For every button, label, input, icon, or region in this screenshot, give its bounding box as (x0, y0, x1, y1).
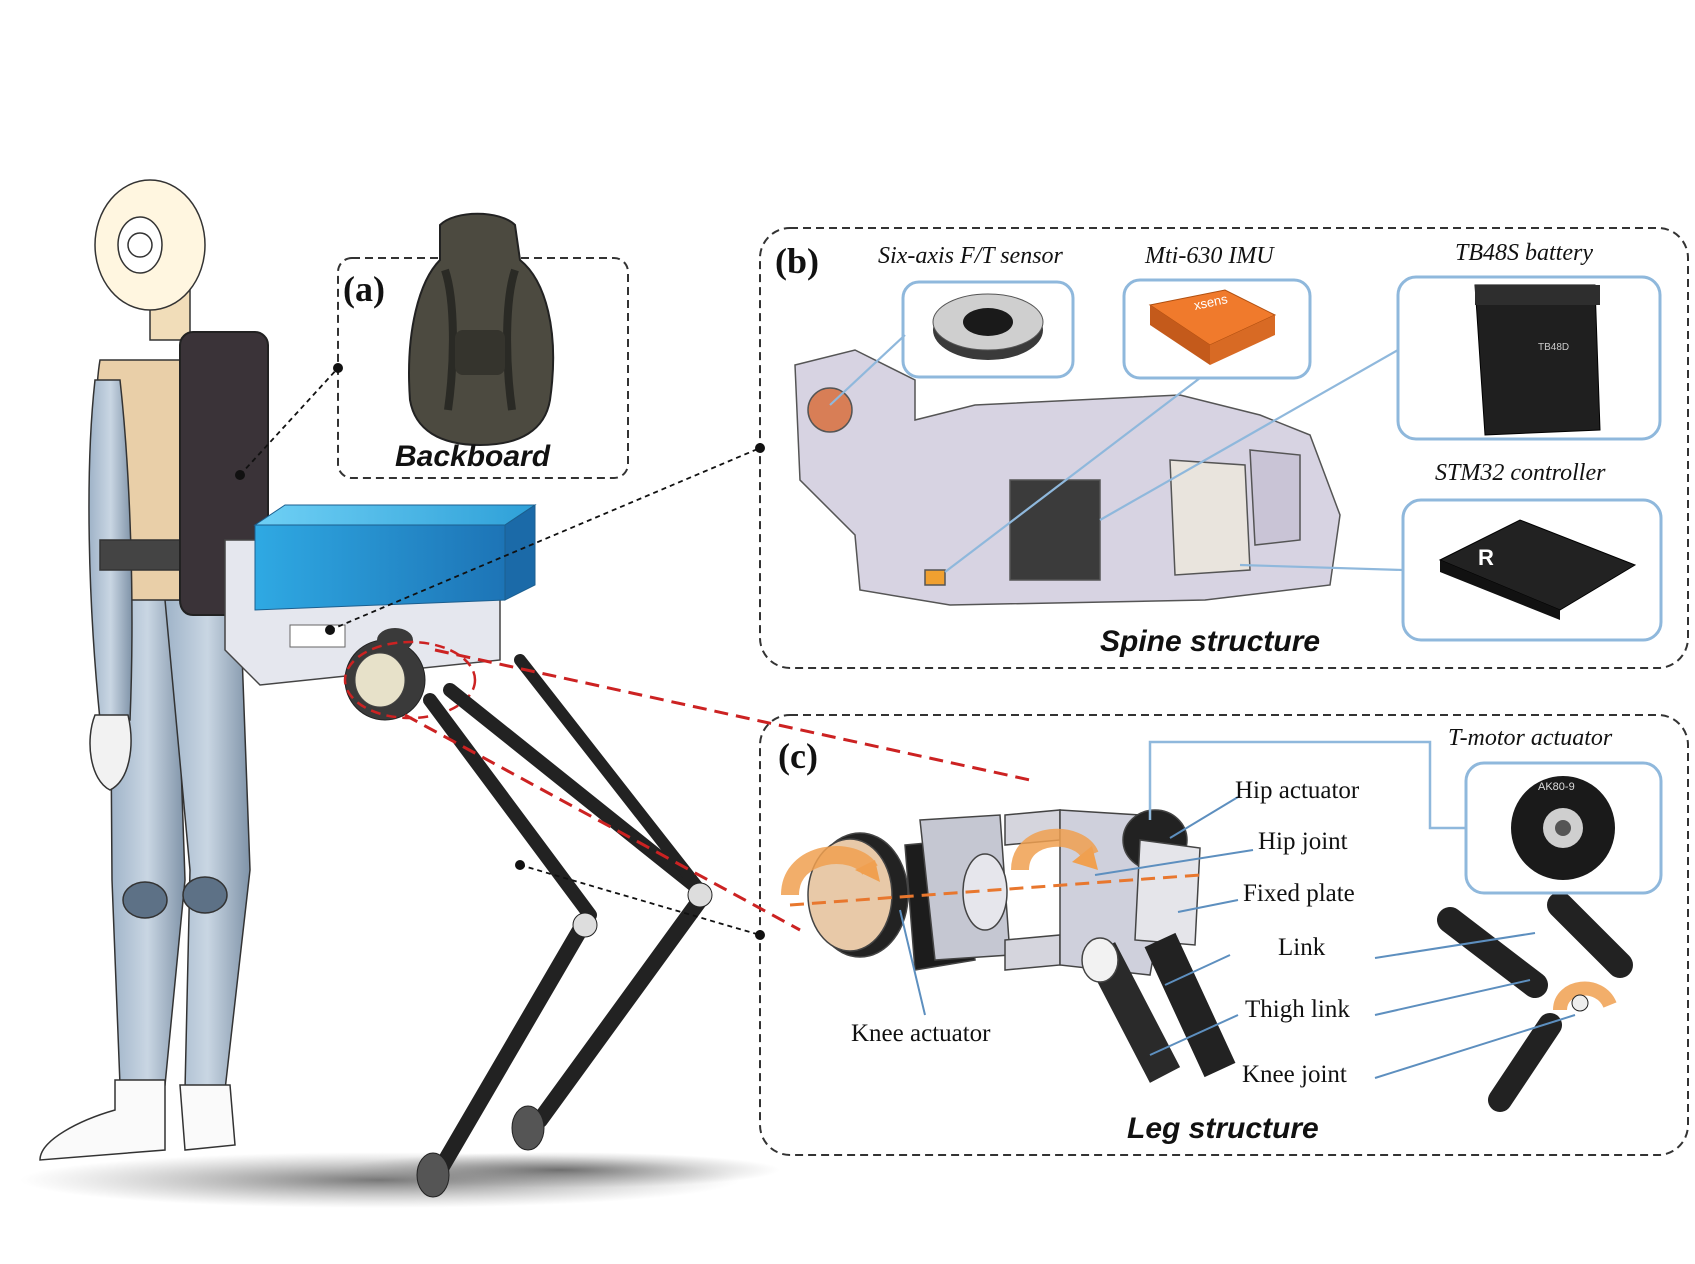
tmotor-image: AK80-9 (1511, 776, 1615, 880)
panel-a-leader (239, 367, 339, 476)
red-connector-top (434, 648, 1031, 782)
link-label: Link (1278, 934, 1326, 961)
knee-joint-label: Knee joint (1242, 1061, 1347, 1088)
panel-b-leader (329, 447, 761, 631)
panel-b-letter: (b) (775, 241, 819, 281)
battery-image: TB48D (1474, 284, 1601, 436)
panel-b-callout-lines (829, 334, 1404, 573)
panel-a-title: Backboard (395, 440, 551, 473)
knee-joint-render (1437, 892, 1633, 1112)
tmotor-label: T-motor actuator (1448, 725, 1613, 751)
panel-a-letter: (a) (343, 269, 385, 309)
hip-actuator-view (344, 628, 426, 721)
imu-label: Mti-630 IMU (1145, 243, 1274, 269)
panel-c-letter: (c) (778, 736, 818, 776)
thigh-link-label: Thigh link (1245, 996, 1350, 1023)
knee-actuator-label: Knee actuator (851, 1020, 991, 1047)
fixed-plate-label: Fixed plate (1243, 880, 1355, 907)
panel-c-title: Leg structure (1127, 1112, 1319, 1145)
backpack-image (408, 212, 555, 447)
ft-sensor-image (932, 293, 1044, 360)
battery-model-text: TB48D (1538, 342, 1569, 353)
hip-actuator-label: Hip actuator (1235, 777, 1360, 804)
ft-sensor-label: Six-axis F/T sensor (878, 243, 1063, 269)
imu-image: xsens (1148, 289, 1277, 365)
ground-shadow (20, 1152, 780, 1208)
panel-c-leader (519, 864, 761, 936)
imu-brand-text: xsens (1193, 291, 1230, 313)
controller-logo-text: R (1478, 545, 1494, 570)
hip-joint-label: Hip joint (1258, 828, 1348, 855)
controller-image: R (1438, 519, 1637, 620)
battery-label: TB48S battery (1455, 240, 1593, 266)
red-connector-bottom (404, 713, 801, 932)
panel-a-leader-dot (235, 470, 245, 480)
tmotor-model-text: AK80-9 (1538, 781, 1575, 793)
tmotor-leader (1148, 740, 1466, 830)
spine-assembly (224, 504, 537, 686)
human-mannequin (39, 179, 253, 1161)
rotation-indicators (781, 828, 1617, 1012)
exoskeleton-legs (416, 654, 713, 1198)
controller-label: STM32 controller (1435, 460, 1606, 486)
panel-c-callout-lines (899, 796, 1576, 1079)
panel-b-title: Spine structure (1100, 625, 1321, 658)
